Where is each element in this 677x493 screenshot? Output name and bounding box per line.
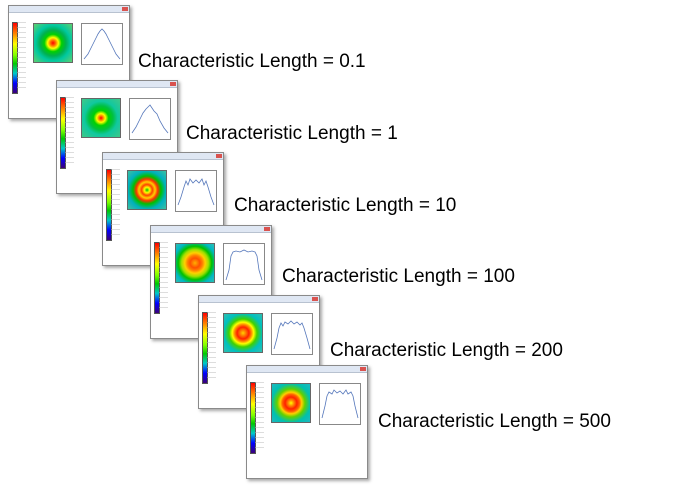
characteristic-length-label: Characteristic Length = 1 xyxy=(186,123,398,144)
close-icon[interactable] xyxy=(360,367,366,371)
close-icon[interactable] xyxy=(312,297,318,301)
window-titlebar[interactable] xyxy=(103,153,223,160)
color-scale-ticks xyxy=(17,22,26,92)
characteristic-length-label: Characteristic Length = 200 xyxy=(330,340,563,361)
color-scale-ticks xyxy=(207,312,216,382)
window-titlebar[interactable] xyxy=(57,81,177,88)
profile-plot xyxy=(223,243,265,285)
close-icon[interactable] xyxy=(264,227,270,231)
heat-map xyxy=(33,23,73,63)
characteristic-length-label: Characteristic Length = 500 xyxy=(378,411,611,432)
plot-window[interactable] xyxy=(56,80,178,194)
characteristic-length-label: Characteristic Length = 100 xyxy=(282,266,515,287)
color-scale-ticks xyxy=(111,169,120,239)
close-icon[interactable] xyxy=(216,154,222,158)
heat-map xyxy=(175,243,215,283)
window-titlebar[interactable] xyxy=(247,366,367,373)
profile-plot xyxy=(81,23,123,65)
heat-map xyxy=(127,170,167,210)
window-titlebar[interactable] xyxy=(199,296,319,303)
characteristic-length-label: Characteristic Length = 0.1 xyxy=(138,51,366,72)
plot-window[interactable] xyxy=(246,365,368,479)
plot-window[interactable] xyxy=(8,5,130,119)
profile-plot xyxy=(129,98,171,140)
color-scale-ticks xyxy=(159,242,168,312)
characteristic-length-label: Characteristic Length = 10 xyxy=(234,195,457,216)
close-icon[interactable] xyxy=(122,7,128,11)
color-scale-ticks xyxy=(65,97,74,167)
heat-map xyxy=(81,98,121,138)
window-titlebar[interactable] xyxy=(151,226,271,233)
color-scale-ticks xyxy=(255,382,264,452)
heat-map xyxy=(271,383,311,423)
profile-plot xyxy=(175,170,217,212)
close-icon[interactable] xyxy=(170,82,176,86)
profile-plot xyxy=(319,383,361,425)
profile-plot xyxy=(271,313,313,355)
window-titlebar[interactable] xyxy=(9,6,129,13)
heat-map xyxy=(223,313,263,353)
